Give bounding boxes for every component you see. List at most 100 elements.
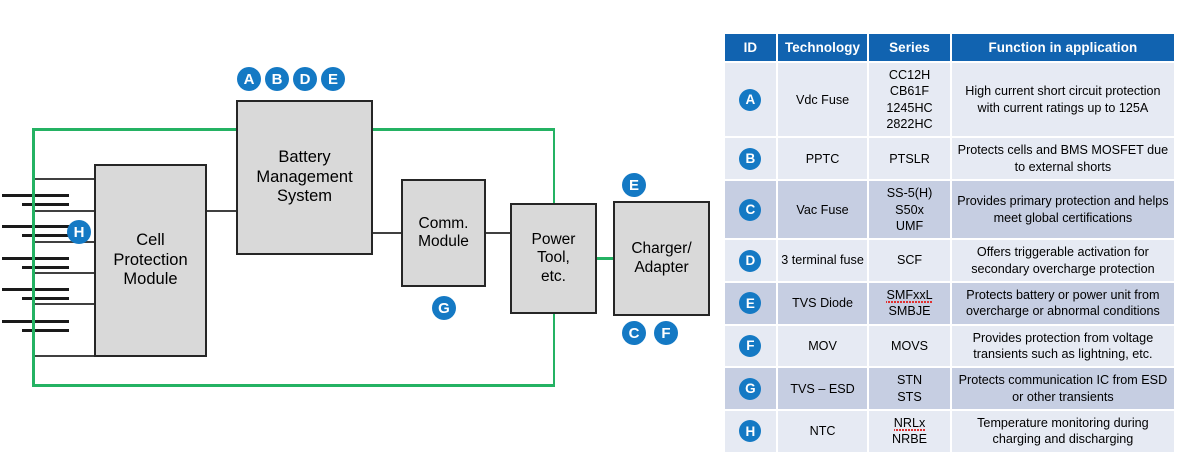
series-line-1: NRLx <box>893 416 926 432</box>
row-function: Offers triggerable activation for second… <box>951 240 1174 281</box>
power-path-bms-to-load <box>371 128 555 131</box>
wire-comm-to-power-tool <box>484 232 512 234</box>
battery-cell-plate-positive <box>2 194 69 197</box>
battery-cell-plate-positive <box>2 225 69 228</box>
cell-tap-wire <box>33 178 95 180</box>
component-specification-table: ID Technology Series Function in applica… <box>723 32 1176 454</box>
battery-cell-plate-negative <box>22 266 69 269</box>
battery-cell-plate-negative <box>22 297 69 300</box>
row-series: SS-5(H) S50x UMF <box>869 181 950 239</box>
id-badge-e: E <box>739 292 762 315</box>
row-technology: Vac Fuse <box>777 181 868 239</box>
badge-d-bms[interactable]: D <box>293 67 317 91</box>
table-row[interactable]: G TVS – ESD STN STS Protects communicati… <box>725 368 1174 410</box>
block-comm-module[interactable]: Comm. Module <box>401 179 486 287</box>
id-badge-f: F <box>739 335 762 358</box>
battery-cell-plate-negative <box>22 203 69 206</box>
row-series: STN STS <box>869 368 950 410</box>
row-function: Provides protection from voltage transie… <box>951 325 1174 367</box>
table-row[interactable]: A Vdc Fuse CC12H CB61F 1245HC 2822HC Hig… <box>725 63 1174 137</box>
badge-e-bms[interactable]: E <box>321 67 345 91</box>
row-series: CC12H CB61F 1245HC 2822HC <box>869 63 950 137</box>
id-badge-b: B <box>739 147 762 170</box>
table-row[interactable]: B PPTC PTSLR Protects cells and BMS MOSF… <box>725 138 1174 180</box>
column-header-id: ID <box>725 34 776 61</box>
wire-cpm-to-bms <box>205 210 238 212</box>
cell-tap-wire <box>33 303 95 305</box>
power-path-left-rail <box>32 128 35 386</box>
column-header-series: Series <box>869 34 950 61</box>
row-id-cell: G <box>725 368 776 410</box>
block-label: Power Tool, etc. <box>531 231 576 285</box>
id-badge-a: A <box>739 88 762 111</box>
power-path-top <box>32 128 238 131</box>
battery-cell-plate-negative <box>22 329 69 332</box>
table-row[interactable]: H NTC NRLx NRBE Temperature monitoring d… <box>725 411 1174 452</box>
battery-cell-plate-negative <box>22 234 69 237</box>
battery-cell-plate-positive <box>2 288 69 291</box>
battery-system-block-diagram: Cell Protection Module Battery Managemen… <box>2 67 710 387</box>
table-row[interactable]: F MOV MOVS Provides protection from volt… <box>725 325 1174 367</box>
id-badge-g: G <box>739 377 762 400</box>
row-id-cell: C <box>725 181 776 239</box>
series-line-2: NRBE <box>892 432 928 447</box>
row-series: SCF <box>869 240 950 281</box>
row-technology: MOV <box>777 325 868 367</box>
table-header-row: ID Technology Series Function in applica… <box>725 34 1174 61</box>
row-series: NRLx NRBE <box>869 411 950 452</box>
row-series: PTSLR <box>869 138 950 180</box>
cell-tap-wire <box>33 210 95 212</box>
block-label: Comm. Module <box>418 214 469 250</box>
id-badge-c: C <box>739 198 762 221</box>
table-row[interactable]: D 3 terminal fuse SCF Offers triggerable… <box>725 240 1174 281</box>
cell-tap-wire <box>33 355 95 357</box>
battery-cell-plate-positive <box>2 320 69 323</box>
row-series: SMFxxL SMBJE <box>869 282 950 324</box>
badge-g-comm[interactable]: G <box>432 296 456 320</box>
row-id-cell: F <box>725 325 776 367</box>
row-function: High current short circuit protection wi… <box>951 63 1174 137</box>
badge-a-bms[interactable]: A <box>237 67 261 91</box>
series-line-2: SMBJE <box>888 304 931 319</box>
row-id-cell: H <box>725 411 776 452</box>
row-technology: PPTC <box>777 138 868 180</box>
row-technology: TVS – ESD <box>777 368 868 410</box>
series-line-1: SMFxxL <box>886 287 933 303</box>
power-path-bottom <box>32 384 555 387</box>
badge-f-charger[interactable]: F <box>654 321 678 345</box>
row-technology: TVS Diode <box>777 282 868 324</box>
table-row[interactable]: E TVS Diode SMFxxL SMBJE Protects batter… <box>725 282 1174 324</box>
row-id-cell: A <box>725 63 776 137</box>
row-function: Protects battery or power unit from over… <box>951 282 1174 324</box>
block-cell-protection-module[interactable]: Cell Protection Module <box>94 164 207 357</box>
table-row[interactable]: C Vac Fuse SS-5(H) S50x UMF Provides pri… <box>725 181 1174 239</box>
battery-cell-plate-positive <box>2 257 69 260</box>
badge-c-charger[interactable]: C <box>622 321 646 345</box>
id-badge-h: H <box>739 420 762 443</box>
row-id-cell: B <box>725 138 776 180</box>
block-label: Cell Protection Module <box>113 231 188 289</box>
badge-e-charger[interactable]: E <box>622 173 646 197</box>
block-label: Battery Management System <box>256 148 353 206</box>
block-charger-adapter[interactable]: Charger/ Adapter <box>613 201 710 316</box>
block-power-tool[interactable]: Power Tool, etc. <box>510 203 597 314</box>
row-technology: Vdc Fuse <box>777 63 868 137</box>
row-function: Protects cells and BMS MOSFET due to ext… <box>951 138 1174 180</box>
row-id-cell: E <box>725 282 776 324</box>
cell-tap-wire <box>33 272 95 274</box>
block-label: Charger/ Adapter <box>631 240 692 276</box>
row-series: MOVS <box>869 325 950 367</box>
row-technology: 3 terminal fuse <box>777 240 868 281</box>
row-technology: NTC <box>777 411 868 452</box>
block-battery-management-system[interactable]: Battery Management System <box>236 100 373 255</box>
badge-b-bms[interactable]: B <box>265 67 289 91</box>
row-id-cell: D <box>725 240 776 281</box>
column-header-technology: Technology <box>777 34 868 61</box>
row-function: Protects communication IC from ESD or ot… <box>951 368 1174 410</box>
row-function: Provides primary protection and helps me… <box>951 181 1174 239</box>
cell-tap-wire <box>33 241 95 243</box>
row-function: Temperature monitoring during charging a… <box>951 411 1174 452</box>
wire-bms-to-comm <box>371 232 403 234</box>
badge-h-cells[interactable]: H <box>67 220 91 244</box>
id-badge-d: D <box>739 249 762 272</box>
